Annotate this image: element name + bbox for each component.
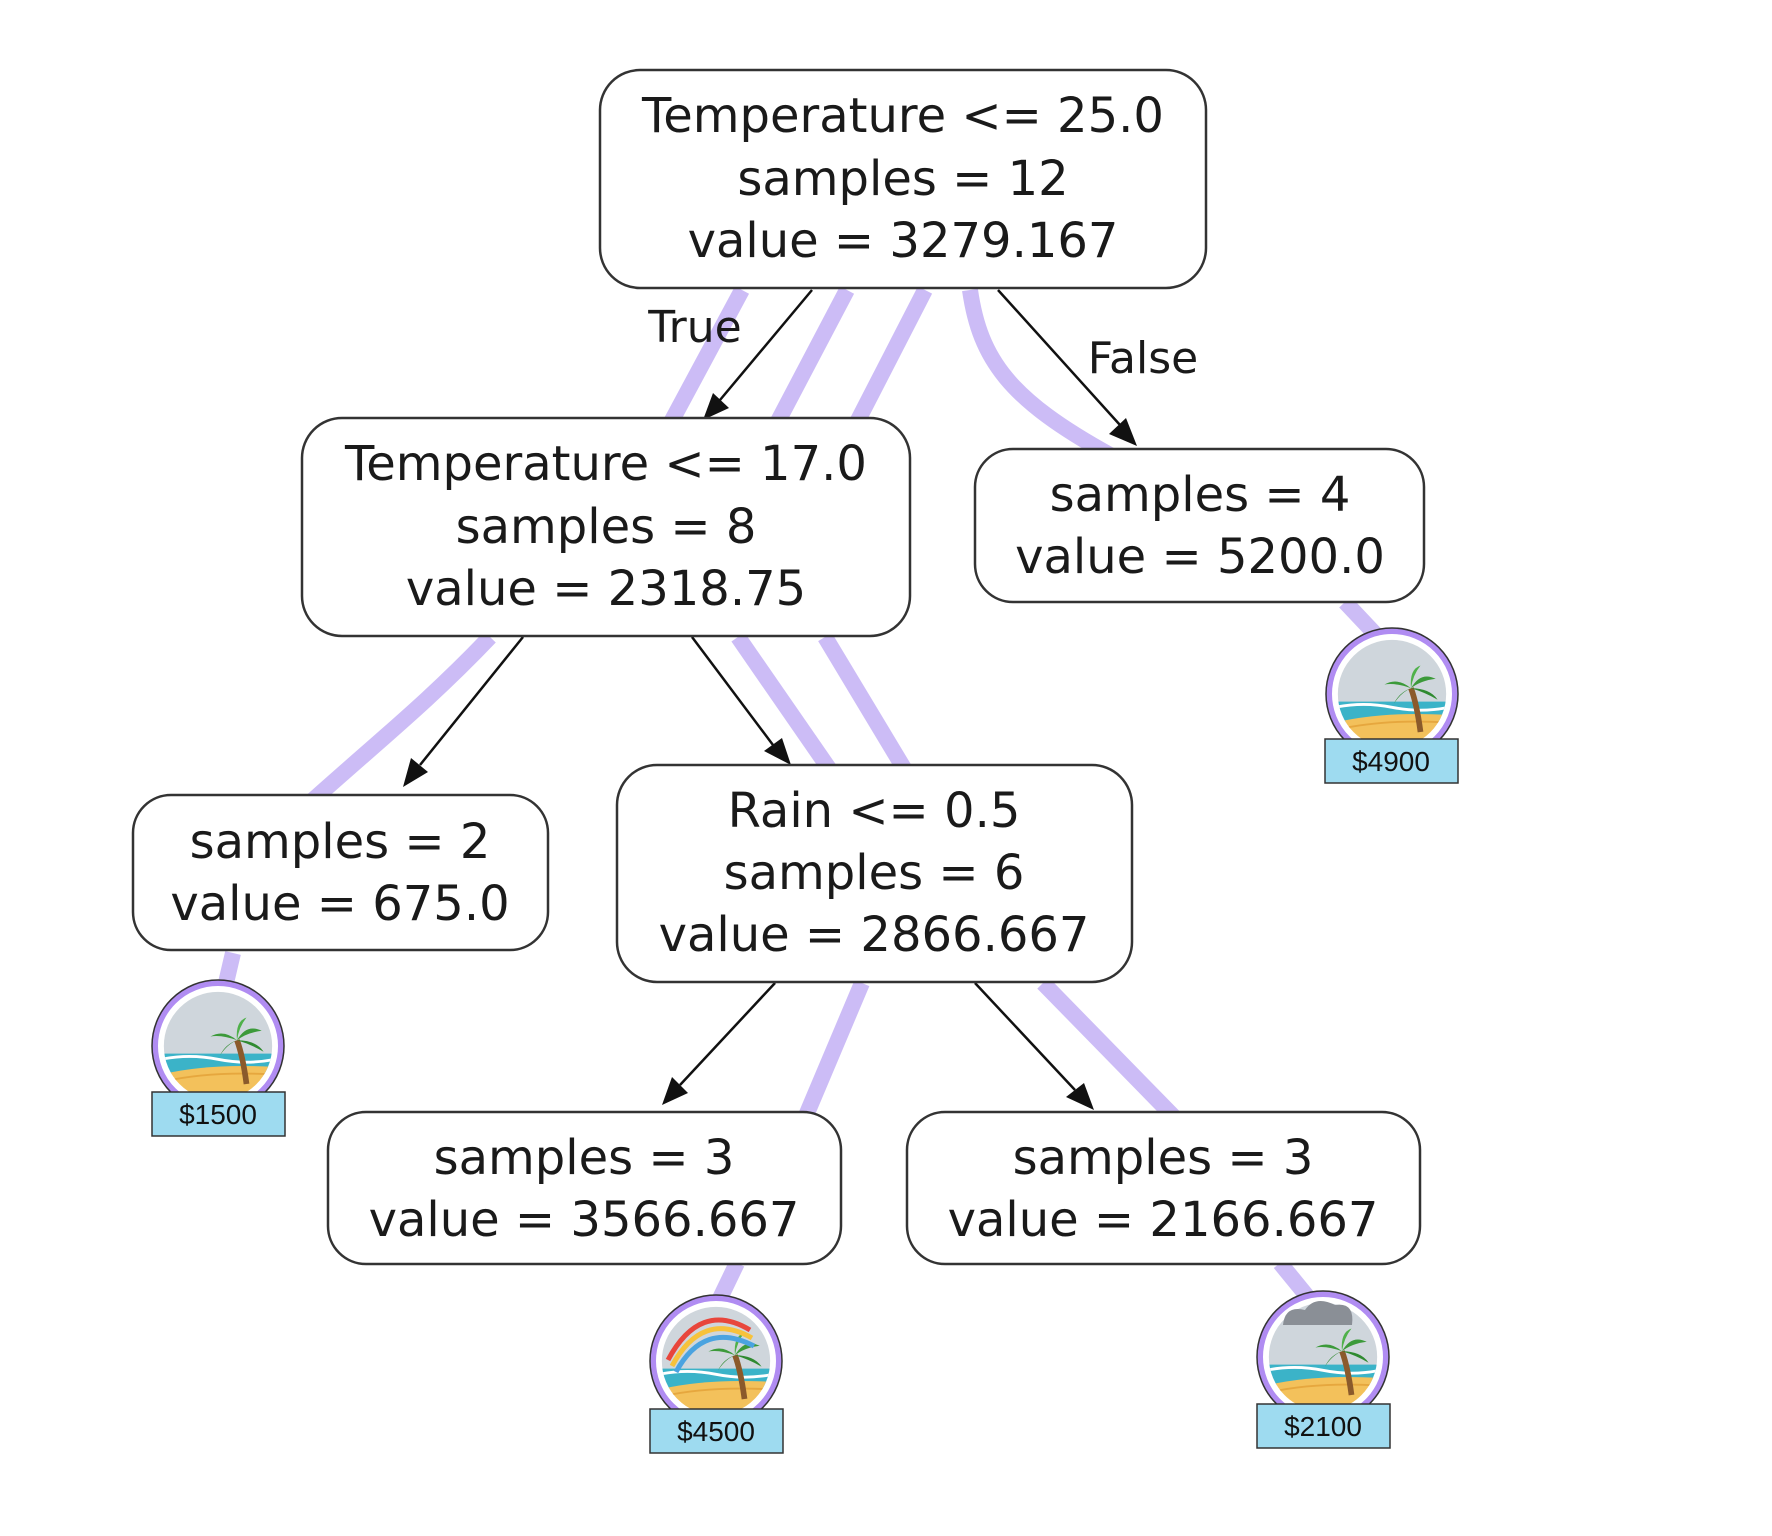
node-box [615, 763, 1134, 984]
node-value-line: value = 5200.0 [1015, 529, 1385, 585]
node-value-line: value = 2166.667 [948, 1192, 1379, 1248]
price-tag [1324, 738, 1459, 784]
node-samples-line: samples = 12 [737, 151, 1068, 207]
node-box [905, 1110, 1422, 1266]
node-n2: samples = 4 value = 5200.0 [973, 447, 1426, 604]
price-label: $4500 [677, 1416, 755, 1447]
node-split-line: Rain <= 0.5 [728, 783, 1021, 839]
path-trace [307, 631, 496, 806]
node-value-line: value = 3566.667 [369, 1192, 800, 1248]
edge-n4-to-n6 [974, 982, 1076, 1091]
edges [403, 289, 1137, 1110]
sample-marker-4900: $4900 [1324, 627, 1459, 784]
node-samples-line: samples = 3 [1013, 1130, 1314, 1186]
node-split-line: Temperature <= 25.0 [641, 88, 1164, 144]
node-box [973, 447, 1426, 604]
price-label: $1500 [179, 1099, 257, 1130]
arrow-head [403, 758, 428, 787]
path-trace [818, 632, 912, 775]
sample-marker-2100: $2100 [1256, 1290, 1391, 1449]
rainbow-icon [665, 1317, 752, 1362]
price-label: $4900 [1352, 746, 1430, 777]
rain-cloud-icon [1283, 1301, 1353, 1325]
arrow-head [703, 393, 729, 420]
arrow-head [662, 1077, 688, 1105]
node-n3: samples = 2 value = 675.0 [131, 793, 550, 952]
arrow-head [764, 738, 791, 765]
arrow-head [1109, 418, 1137, 446]
price-label: $2100 [1284, 1411, 1362, 1442]
node-samples-line: samples = 8 [456, 499, 757, 555]
node-samples-line: samples = 3 [434, 1130, 735, 1186]
rainbow-band [673, 1334, 756, 1374]
node-value-line: value = 2318.75 [406, 561, 806, 617]
node-n5: samples = 3 value = 3566.667 [326, 1110, 843, 1266]
edge-n4-to-n5 [679, 982, 776, 1086]
edge-n1-to-n3 [419, 636, 524, 766]
path-trace [962, 288, 1114, 463]
rainbow-band [669, 1326, 754, 1368]
edge-root-to-n1 [719, 289, 813, 401]
sample-marker-4500: $4500 [649, 1294, 784, 1454]
node-box [326, 1110, 843, 1266]
arrow-head [1066, 1083, 1094, 1110]
node-n1: Temperature <= 17.0 samples = 8 value = … [300, 416, 912, 638]
node-box [598, 68, 1208, 290]
true-edge-label: True [647, 302, 741, 353]
node-samples-line: samples = 6 [724, 845, 1025, 901]
node-samples-line: samples = 2 [190, 814, 491, 870]
node-value-line: value = 3279.167 [688, 213, 1119, 269]
node-n4: Rain <= 0.5 samples = 6 value = 2866.667 [615, 763, 1134, 984]
edge-root-to-n2 [997, 289, 1121, 426]
false-edge-label: False [1088, 333, 1198, 384]
node-root: Temperature <= 25.0 samples = 12 value =… [598, 68, 1208, 290]
price-tag [1256, 1403, 1391, 1449]
path-trace [731, 632, 837, 775]
node-split-line: Temperature <= 17.0 [344, 436, 867, 492]
price-tag [151, 1091, 286, 1137]
edge-n1-to-n4 [691, 636, 774, 746]
node-box [131, 793, 550, 952]
node-box [300, 416, 912, 638]
sample-marker-1500: $1500 [151, 979, 286, 1137]
price-tag [649, 1408, 784, 1454]
path-trace [1037, 977, 1181, 1124]
node-value-line: value = 2866.667 [659, 907, 1090, 963]
node-n6: samples = 3 value = 2166.667 [905, 1110, 1422, 1266]
path-trace [797, 979, 870, 1122]
node-value-line: value = 675.0 [170, 876, 509, 932]
node-samples-line: samples = 4 [1050, 467, 1351, 523]
